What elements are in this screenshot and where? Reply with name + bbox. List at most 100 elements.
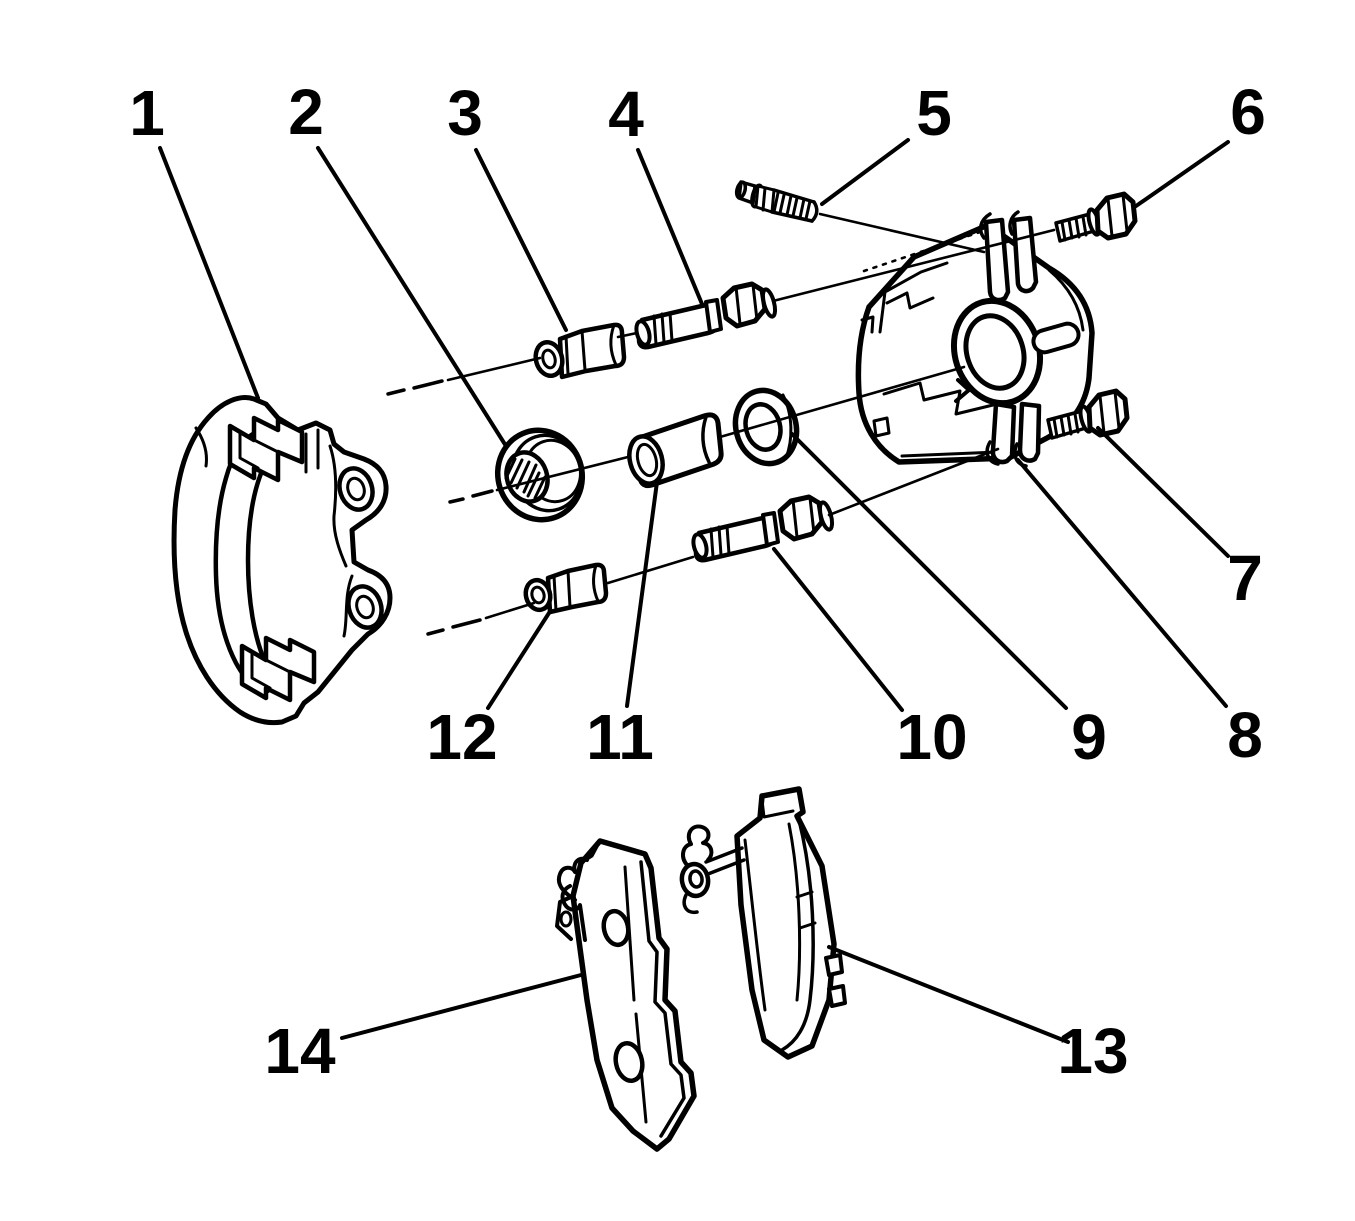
pad13-wear-sensor-ear bbox=[679, 861, 711, 899]
bracket-top-slot-lines bbox=[304, 428, 320, 474]
callout-leader-5 bbox=[820, 138, 910, 206]
part-inner-brake-pad bbox=[679, 786, 847, 1060]
part-upper-guide-pin bbox=[634, 281, 778, 350]
lower-pin-open-end bbox=[691, 532, 709, 560]
lower-pin-nut-facets bbox=[791, 496, 816, 539]
callout-label-1: 1 bbox=[129, 77, 165, 149]
caliper-face-notches bbox=[860, 315, 1000, 458]
bracket-upper-pin-hole-inner bbox=[346, 476, 366, 502]
callout-leader-8 bbox=[1016, 458, 1228, 708]
pad13-backing-tabs bbox=[824, 953, 847, 1008]
seal9-edge bbox=[781, 393, 793, 460]
callout-label-9: 9 bbox=[1071, 701, 1107, 773]
part-upper-bushing bbox=[533, 322, 627, 380]
seal-bore-hatching bbox=[504, 457, 547, 500]
caliper-hidden-top-edge bbox=[862, 230, 982, 273]
bleeder-threads bbox=[772, 191, 812, 221]
caliper-cylinder-shading bbox=[1047, 268, 1085, 332]
callout-label-2: 2 bbox=[288, 76, 324, 148]
callout-label-5: 5 bbox=[916, 77, 952, 149]
part-upper-caliper-bolt bbox=[1054, 191, 1138, 243]
part-piston-seal bbox=[732, 387, 800, 467]
lower-bushing-flange-bore bbox=[530, 585, 546, 605]
part-lower-bushing bbox=[523, 562, 609, 615]
callout-label-10: 10 bbox=[896, 701, 967, 773]
bolt7-head bbox=[1086, 388, 1130, 438]
caliper-top-boss-hook bbox=[978, 210, 1020, 240]
caliper-bore bbox=[963, 313, 1027, 391]
bracket-bottom-rail-detail bbox=[250, 650, 292, 690]
pad13-inner-lines bbox=[743, 798, 802, 1012]
pad13-wear-sensor-ear-hole bbox=[688, 869, 704, 889]
pad13-sensor-clip-wire bbox=[681, 824, 714, 868]
callout-leader-9 bbox=[790, 432, 1068, 710]
bleeder-tip-end bbox=[734, 180, 748, 200]
callout-leader-2 bbox=[316, 146, 508, 448]
piston-right-contour bbox=[701, 415, 711, 464]
caliper-bore-notch bbox=[954, 378, 971, 403]
bracket-bottom-abutment-rail bbox=[239, 635, 317, 703]
bracket-top-rail-detail bbox=[238, 430, 280, 470]
bracket-top-abutment-rail bbox=[227, 415, 305, 483]
bleeder-axis-line bbox=[818, 212, 986, 254]
callout-label-13: 13 bbox=[1057, 1015, 1128, 1087]
pad14-friction-edge bbox=[639, 860, 686, 1138]
bolt6-head bbox=[1094, 191, 1138, 241]
part-bushing-seal bbox=[494, 427, 586, 523]
callout-leader-10 bbox=[772, 547, 904, 712]
upper-axis-dashes bbox=[386, 379, 444, 396]
upper-pin-ribs bbox=[652, 311, 674, 346]
upper-bushing-flange-bore bbox=[541, 348, 557, 370]
lower-bushing-steps bbox=[552, 563, 600, 613]
pad14-hole-upper bbox=[601, 908, 631, 948]
bleeder-hex bbox=[754, 184, 776, 214]
lower-pin-ribs bbox=[709, 524, 731, 559]
bleeder-end-cap bbox=[810, 200, 819, 223]
upper-bushing-body bbox=[557, 322, 627, 380]
lower-axis-line bbox=[484, 447, 1000, 620]
caliper-face-steps-lower bbox=[882, 381, 995, 416]
callout-leader-4 bbox=[636, 148, 704, 306]
callout-label-14: 14 bbox=[264, 1015, 336, 1087]
part-caliper-housing bbox=[855, 210, 1095, 468]
callout-label-11: 11 bbox=[586, 701, 654, 773]
pad13-face-contour bbox=[780, 818, 815, 1052]
pad14-retainer-clip bbox=[556, 856, 589, 942]
seal9-bore bbox=[743, 402, 783, 452]
bolt6-threads bbox=[1060, 215, 1088, 242]
pad14-hole-lower bbox=[613, 1040, 645, 1084]
upper-pin-collar bbox=[704, 298, 723, 334]
callout-label-3: 3 bbox=[447, 77, 483, 149]
callout-label-12: 12 bbox=[426, 701, 497, 773]
callout-leader-6 bbox=[1134, 140, 1230, 208]
callout-label-8: 8 bbox=[1227, 699, 1263, 771]
bolt7-threads bbox=[1052, 412, 1080, 439]
callout-leader-13 bbox=[827, 945, 1070, 1044]
bracket-lower-pin-hole bbox=[346, 584, 384, 630]
upper-pin-open-end bbox=[634, 319, 652, 347]
pad13-plate bbox=[734, 786, 837, 1060]
upper-bushing-steps bbox=[564, 323, 618, 376]
part-caliper-bracket bbox=[171, 395, 393, 726]
bolt6-head-facets bbox=[1106, 193, 1129, 238]
caliper-slot bbox=[1031, 321, 1081, 355]
bracket-lower-pin-hole-inner bbox=[355, 594, 375, 620]
part-lower-caliper-bolt bbox=[1046, 388, 1130, 440]
callout-leader-3 bbox=[474, 148, 568, 332]
part-bleeder-bolt bbox=[734, 180, 819, 223]
callout-leader-11 bbox=[625, 480, 659, 708]
callout-label-4: 4 bbox=[608, 78, 644, 150]
lower-pin-hex-nut bbox=[777, 494, 825, 542]
callout-label-7: 7 bbox=[1227, 542, 1263, 614]
callout-leader-14 bbox=[340, 973, 583, 1040]
callout-label-6: 6 bbox=[1230, 76, 1266, 148]
callout-leader-7 bbox=[1096, 426, 1230, 558]
part-lower-guide-pin bbox=[691, 494, 835, 563]
pad13-clip-arm bbox=[682, 846, 746, 915]
piston-bore bbox=[635, 442, 659, 478]
upper-pin-nut-facets bbox=[734, 283, 759, 326]
lower-pin-collar bbox=[761, 511, 780, 547]
pad14-clip-ear-hole bbox=[559, 910, 573, 928]
